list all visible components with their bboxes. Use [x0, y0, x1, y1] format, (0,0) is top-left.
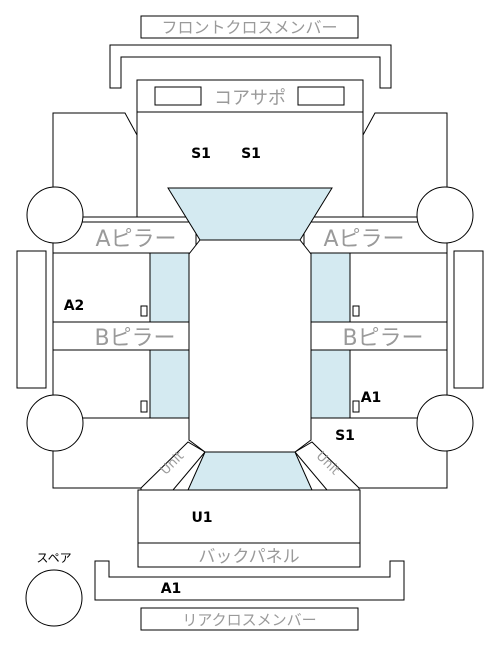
right-front-door-handle — [352, 305, 360, 317]
left-rear-door-handle — [140, 400, 148, 413]
mark-s1-front-right: S1 — [241, 146, 261, 162]
front-right-wheel — [416, 186, 474, 244]
mark-a1-right: A1 — [361, 390, 382, 406]
rear-cross-member-label: リアクロスメンバー — [182, 611, 316, 629]
b-pillar-right — [309, 321, 448, 351]
spare-label: スペア — [36, 551, 71, 565]
rear-window — [187, 451, 313, 491]
a-pillar-left-label: Aピラー — [95, 227, 176, 252]
rear-cross-member-box — [140, 607, 359, 631]
rear-right-wheel — [416, 394, 474, 452]
core-support-right-slot — [297, 86, 345, 106]
b-pillar-left — [52, 321, 191, 351]
left-front-window — [149, 252, 190, 323]
left-front-door-handle — [140, 305, 148, 317]
a-pillar-left — [52, 221, 197, 254]
rear-left-wheel — [26, 394, 84, 452]
back-panel-label: バックパネル — [198, 547, 299, 567]
mark-a1-rear: A1 — [161, 581, 182, 597]
b-pillar-right-label: Bピラー — [342, 326, 423, 351]
roof-panel — [188, 239, 312, 453]
right-front-window — [310, 252, 351, 323]
trunk-area — [137, 489, 361, 544]
spare-tire — [25, 569, 83, 627]
mark-s1-right: S1 — [335, 428, 355, 444]
left-rear-window — [149, 349, 190, 419]
front-cross-member-label: フロントクロスメンバー — [161, 18, 337, 37]
core-support-left-slot — [154, 86, 202, 106]
b-pillar-left-label: Bピラー — [94, 326, 175, 351]
left-side-step — [16, 250, 47, 389]
rear-bumper-outline — [94, 560, 405, 601]
front-bumper-outline — [109, 44, 392, 89]
back-panel-box — [137, 542, 361, 568]
mark-u1: U1 — [191, 510, 212, 526]
right-rear-window — [310, 349, 351, 419]
mark-a2: A2 — [64, 298, 85, 314]
front-cross-member-box — [140, 15, 359, 39]
right-side-step — [453, 250, 484, 389]
right-rear-door-handle — [352, 400, 360, 413]
front-left-wheel — [26, 186, 84, 244]
mark-s1-front-left: S1 — [191, 146, 211, 162]
core-support-label: コアサポ — [214, 88, 286, 109]
a-pillar-right-label: Aピラー — [323, 227, 404, 252]
